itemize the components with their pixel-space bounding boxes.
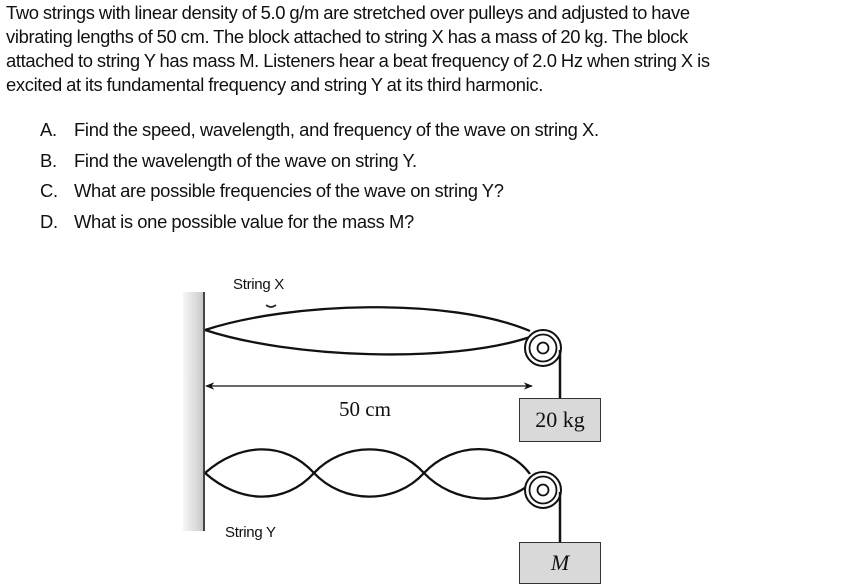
question-text: Find the wavelength of the wave on strin… bbox=[74, 149, 417, 171]
pulley-x-icon bbox=[524, 329, 562, 367]
question-d: D. What is one possible value for the ma… bbox=[40, 207, 599, 238]
problem-line-1: Two strings with linear density of 5.0 g… bbox=[6, 2, 690, 23]
question-text: What is one possible value for the mass … bbox=[74, 210, 414, 232]
question-letter: D. bbox=[40, 210, 58, 232]
question-list: A. Find the speed, wavelength, and frequ… bbox=[40, 115, 599, 237]
string-x-label: String X bbox=[233, 276, 284, 293]
string-y-wave bbox=[204, 447, 531, 500]
block-m: M bbox=[519, 542, 601, 584]
length-label: 50 cm bbox=[339, 397, 391, 421]
question-text: Find the speed, wavelength, and frequenc… bbox=[74, 119, 599, 140]
wall bbox=[183, 292, 205, 531]
pulley-y-icon bbox=[524, 471, 562, 509]
problem-line-4: excited at its fundamental frequency and… bbox=[6, 74, 543, 95]
string-y-label: String Y bbox=[225, 524, 276, 541]
question-c: C. What are possible frequencies of the … bbox=[40, 176, 599, 207]
tick-mark bbox=[265, 304, 277, 308]
problem-line-2: vibrating lengths of 50 cm. The block at… bbox=[6, 26, 688, 47]
question-letter: B. bbox=[40, 149, 57, 171]
question-letter: C. bbox=[40, 180, 58, 201]
question-a: A. Find the speed, wavelength, and frequ… bbox=[40, 115, 599, 146]
problem-statement: Two strings with linear density of 5.0 g… bbox=[6, 1, 842, 97]
question-b: B. Find the wavelength of the wave on st… bbox=[40, 146, 599, 177]
string-x-wave bbox=[204, 306, 531, 356]
problem-line-3: attached to string Y has mass M. Listene… bbox=[6, 50, 710, 71]
question-text: What are possible frequencies of the wav… bbox=[74, 180, 504, 201]
block-20kg: 20 kg bbox=[519, 398, 601, 442]
question-letter: A. bbox=[40, 119, 57, 140]
